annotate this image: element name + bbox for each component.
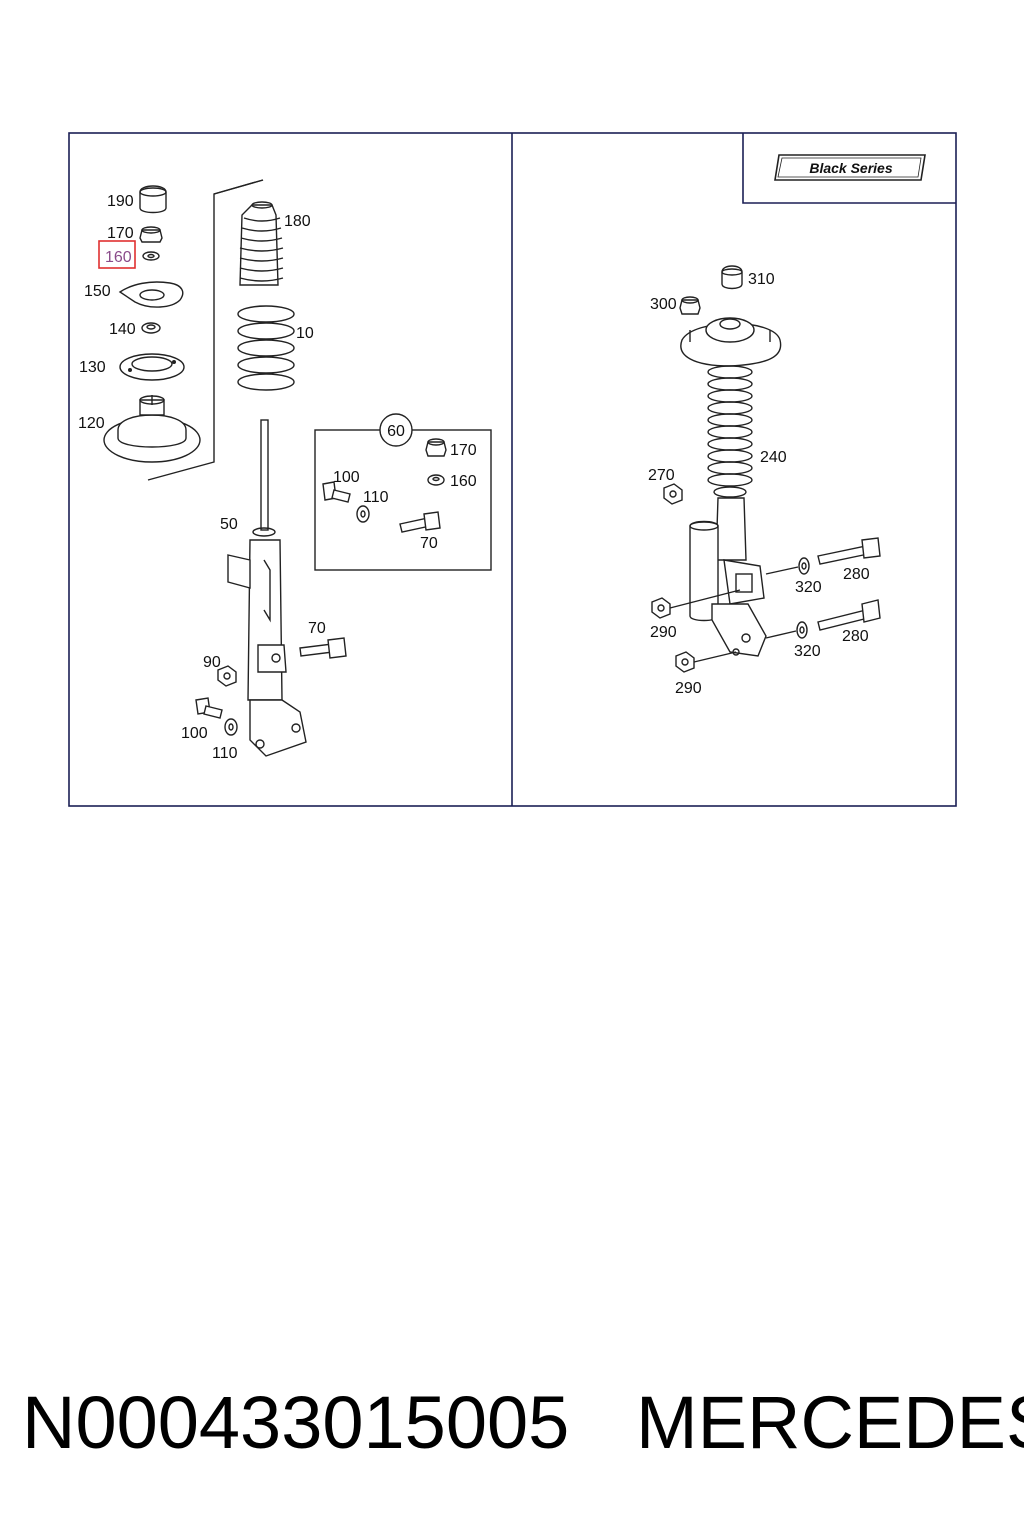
kit-callout-160[interactable]: 160: [450, 473, 477, 490]
callout-130[interactable]: 130: [79, 359, 106, 376]
callout-110[interactable]: 110: [212, 745, 238, 762]
strut-mount-icon: [103, 395, 201, 463]
callout-290-upper[interactable]: 290: [650, 624, 677, 641]
washer-icon: [224, 718, 238, 736]
bolt-icon: [299, 637, 347, 659]
washer-icon: [356, 505, 370, 523]
callout-10[interactable]: 10: [296, 325, 314, 342]
coil-spring-icon: [707, 365, 753, 498]
nut-icon: [651, 597, 671, 619]
washer-icon: [798, 557, 810, 575]
callout-170[interactable]: 170: [107, 225, 134, 242]
bolt-icon: [817, 537, 881, 565]
kit-number[interactable]: 60: [387, 423, 405, 440]
washer-icon: [142, 251, 160, 261]
callout-320-upper[interactable]: 320: [795, 579, 822, 596]
bump-cap-icon: [139, 185, 167, 214]
nut-icon: [663, 483, 683, 505]
dust-boot-icon: [239, 201, 284, 286]
part-caption: N000433015005 MERCEDES: [0, 1368, 1024, 1478]
coil-spring-icon: [237, 305, 295, 391]
brand-name: MERCEDES: [636, 1381, 1024, 1464]
kit-callout-110[interactable]: 110: [363, 489, 389, 506]
washer-icon: [796, 621, 808, 639]
support-disc-icon: [119, 353, 185, 381]
callout-50[interactable]: 50: [220, 516, 238, 533]
bolt-icon: [322, 481, 351, 503]
kit-number-circle: [379, 413, 413, 447]
bolt-icon: [195, 697, 223, 719]
callout-280-upper[interactable]: 280: [843, 566, 870, 583]
strut-mount-icon: [680, 317, 782, 367]
callout-140[interactable]: 140: [109, 321, 136, 338]
bolt-icon: [399, 511, 441, 533]
badge-box: [742, 133, 956, 204]
washer-icon: [427, 474, 445, 486]
callout-290-lower[interactable]: 290: [675, 680, 702, 697]
callout-180[interactable]: 180: [284, 213, 311, 230]
kit-callout-170[interactable]: 170: [450, 442, 477, 459]
parts-diagram: Black Series: [68, 132, 957, 807]
nut-icon: [679, 296, 701, 315]
black-series-badge: Black Series: [774, 154, 926, 181]
kit-callout-100[interactable]: 100: [333, 469, 360, 486]
nut-icon: [217, 665, 237, 687]
nut-icon: [139, 226, 163, 243]
callout-70[interactable]: 70: [308, 620, 326, 637]
callout-120[interactable]: 120: [78, 415, 105, 432]
callout-310[interactable]: 310: [748, 271, 775, 288]
callout-270[interactable]: 270: [648, 467, 675, 484]
nut-icon: [675, 651, 695, 673]
callout-240[interactable]: 240: [760, 449, 787, 466]
callout-150[interactable]: 150: [84, 283, 111, 300]
bearing-icon: [141, 322, 161, 334]
kit-callout-70[interactable]: 70: [420, 535, 438, 552]
callout-160-highlighted[interactable]: 160: [105, 249, 132, 266]
bump-cap-icon: [721, 265, 743, 290]
callout-280-lower[interactable]: 280: [842, 628, 869, 645]
plate-icon: [118, 281, 184, 308]
callout-190[interactable]: 190: [107, 193, 134, 210]
nut-icon: [425, 438, 447, 457]
callout-320-lower[interactable]: 320: [794, 643, 821, 660]
bolt-icon: [817, 599, 881, 631]
shock-absorber-icon: [689, 497, 767, 657]
shock-absorber-icon: [227, 419, 307, 757]
highlight-box: [98, 240, 136, 269]
part-number: N000433015005: [22, 1381, 570, 1464]
callout-100[interactable]: 100: [181, 725, 208, 742]
callout-300[interactable]: 300: [650, 296, 677, 313]
callout-90[interactable]: 90: [203, 654, 221, 671]
badge-label: Black Series: [809, 160, 892, 176]
